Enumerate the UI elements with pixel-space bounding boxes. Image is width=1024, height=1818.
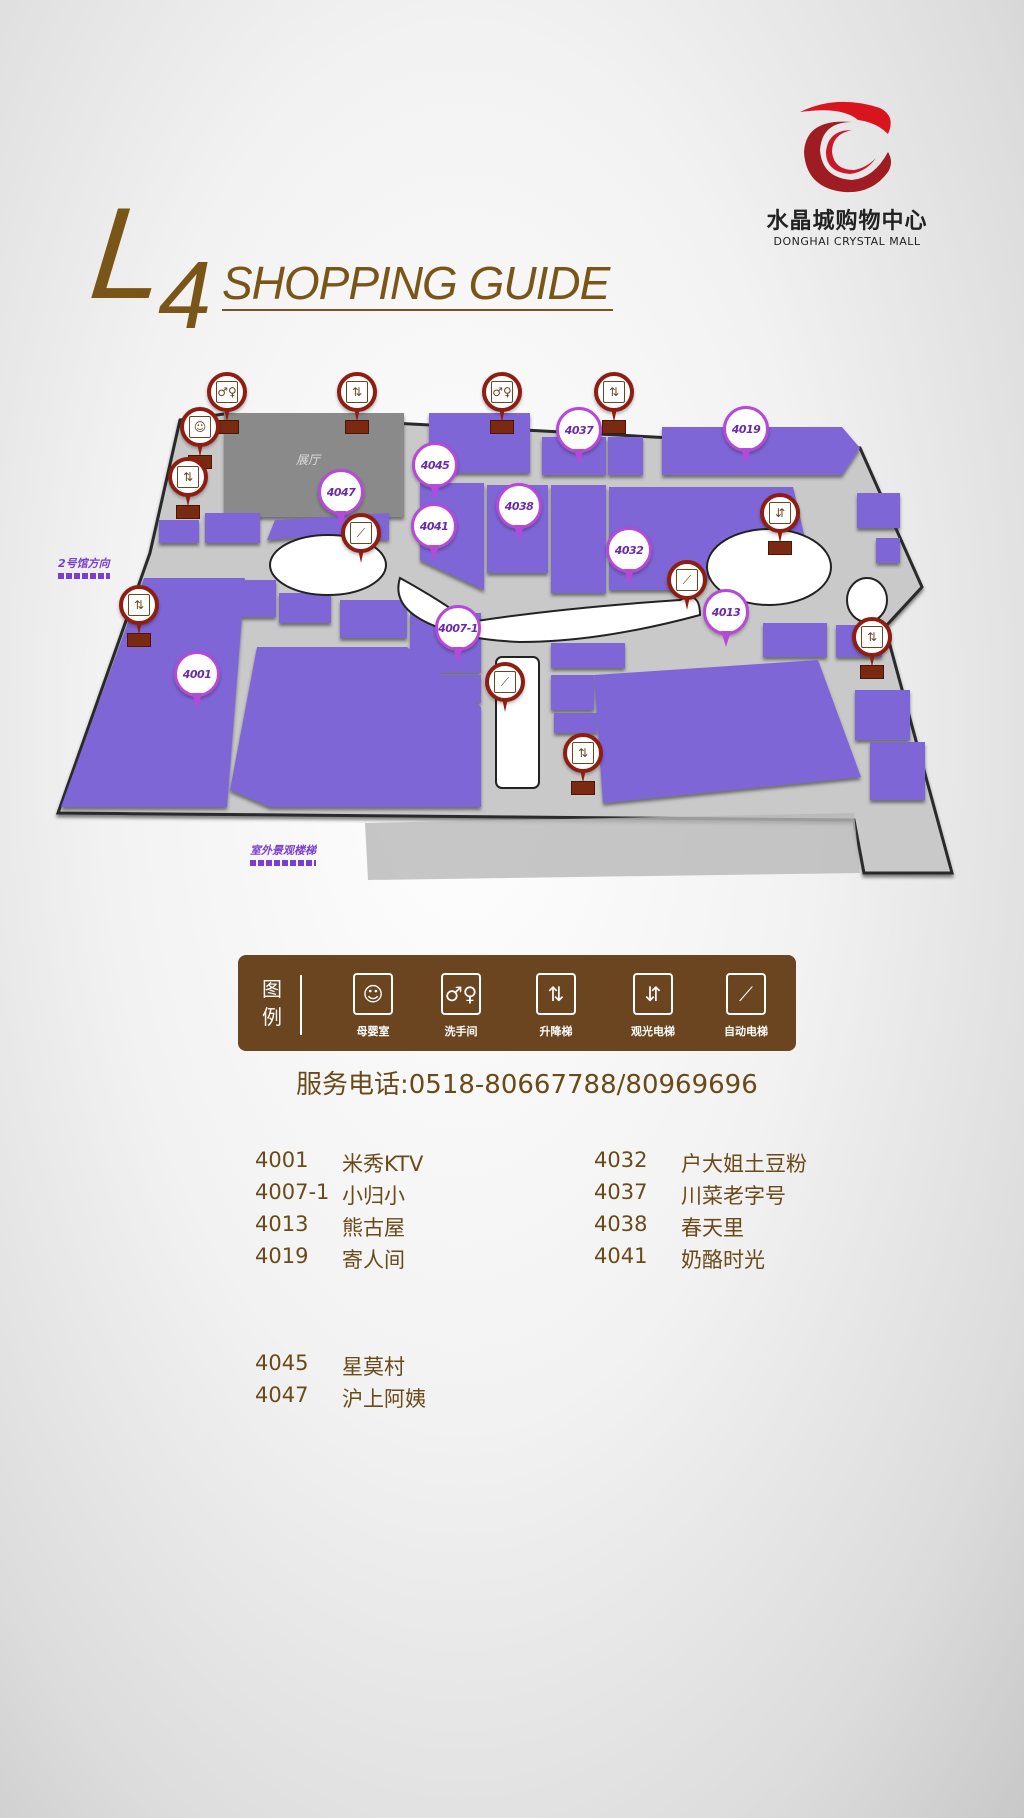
elevator-pin[interactable]: ⇅ <box>119 585 159 655</box>
shop-pin-label: 4045 <box>412 442 458 488</box>
escalator-pin[interactable]: ⟋ <box>485 662 525 732</box>
page-title: SHOPPING GUIDE <box>222 258 614 311</box>
legend-item-baby-room: ☺母婴室 <box>338 973 408 1039</box>
escalator-icon: ⟋ <box>676 569 698 591</box>
restroom-pin[interactable]: ♂♀ <box>207 372 247 442</box>
restroom-icon: ♂♀ <box>441 973 481 1015</box>
escalator-icon: ⟋ <box>494 671 516 693</box>
shop-pin-4032[interactable]: 4032 <box>606 527 652 587</box>
directory-no: 4007-1 <box>255 1180 330 1204</box>
elevator-pin[interactable]: ⇅ <box>168 457 208 527</box>
shop-pin-4037[interactable]: 4037 <box>556 407 602 467</box>
shop-pin-label: 4047 <box>318 469 364 515</box>
escalator-icon: ⟋ <box>350 522 372 544</box>
direction-outdoor-stairs[interactable]: 室外景观楼梯 <box>250 842 316 866</box>
shop-pin-4041[interactable]: 4041 <box>411 503 457 563</box>
outdoor-stairs-area <box>365 813 860 880</box>
restroom-pin[interactable]: ♂♀ <box>482 372 522 442</box>
logo-english-name: DONGHAI CRYSTAL MALL <box>773 235 921 248</box>
directory-name: 寄人间 <box>342 1248 405 1272</box>
floor-number: 4 <box>158 242 212 349</box>
legend-item-sightseeing-elevator: ⇵观光电梯 <box>618 973 688 1039</box>
escalator-icon: ⟋ <box>726 973 766 1015</box>
shop-pin-label: 4032 <box>606 527 652 573</box>
direction-hall2[interactable]: 2号馆方向 <box>58 555 110 579</box>
sightseeing-elevator-icon: ⇵ <box>769 502 791 524</box>
legend-item-restroom: ♂♀洗手间 <box>426 973 496 1039</box>
shop-pin-4007-1[interactable]: 4007-1 <box>435 605 481 665</box>
baby-room-icon: ☺ <box>353 973 393 1015</box>
escalator-pin[interactable]: ⟋ <box>667 560 707 630</box>
directory-no: 4041 <box>594 1244 648 1268</box>
shop-pin-4038[interactable]: 4038 <box>496 483 542 543</box>
shop-pin-label: 4037 <box>556 407 602 453</box>
elevator-icon: ⇅ <box>603 381 625 403</box>
shop-pin-label: 4041 <box>411 503 457 549</box>
service-phone: 服务电话:0518-80667788/80969696 <box>296 1070 758 1100</box>
directory-no: 4019 <box>255 1244 309 1268</box>
shop-pin-label: 4038 <box>496 483 542 529</box>
directory-no: 4032 <box>594 1148 648 1172</box>
shop-pin-4019[interactable]: 4019 <box>723 406 769 466</box>
sightseeing-elevator-icon: ⇵ <box>633 973 673 1015</box>
exhibition-hall <box>224 413 404 517</box>
baby-room-pin[interactable]: ☺ <box>180 407 220 477</box>
shop-pin-4047[interactable]: 4047 <box>318 469 364 529</box>
floor-map: 展厅 <box>55 412 954 880</box>
directory-name: 沪上阿姨 <box>342 1387 426 1411</box>
sightseeing-elevator-pin[interactable]: ⇵ <box>760 493 800 563</box>
legend-item-elevator: ⇅升降梯 <box>521 973 591 1039</box>
elevator-pin[interactable]: ⇅ <box>852 617 892 687</box>
legend-divider <box>300 975 302 1035</box>
directory-no: 4013 <box>255 1212 309 1236</box>
shop-pin-4013[interactable]: 4013 <box>703 589 749 649</box>
elevator-icon: ⇅ <box>861 626 883 648</box>
directory-no: 4045 <box>255 1351 309 1375</box>
legend-title: 图例 <box>262 977 282 1029</box>
directory-no: 4037 <box>594 1180 648 1204</box>
directory-name: 米秀KTV <box>342 1152 424 1176</box>
directory-no: 4047 <box>255 1383 309 1407</box>
shop-pin-4001[interactable]: 4001 <box>174 651 220 711</box>
logo-chinese-name: 水晶城购物中心 <box>766 209 928 234</box>
exhibition-hall-label: 展厅 <box>296 453 322 467</box>
direction-hall2-label: 2号馆方向 <box>58 557 110 570</box>
elevator-icon: ⇅ <box>572 742 594 764</box>
restroom-icon: ♂♀ <box>491 381 513 403</box>
legend-item-escalator: ⟋自动电梯 <box>711 973 781 1039</box>
shop-pin-label: 4007-1 <box>435 605 481 651</box>
directory-name: 奶酪时光 <box>681 1248 765 1272</box>
elevator-pin[interactable]: ⇅ <box>594 372 634 442</box>
elevator-pin[interactable]: ⇅ <box>563 733 603 803</box>
baby-room-icon: ☺ <box>189 416 211 438</box>
elevator-pin[interactable]: ⇅ <box>337 372 377 442</box>
directory-name: 小归小 <box>342 1184 405 1208</box>
logo-mark-icon <box>800 101 891 193</box>
elevator-icon: ⇅ <box>128 594 150 616</box>
shop-pin-label: 4013 <box>703 589 749 635</box>
directory-name: 川菜老字号 <box>681 1184 786 1208</box>
directory-no: 4001 <box>255 1148 309 1172</box>
restroom-icon: ♂♀ <box>216 381 238 403</box>
escalator-pin[interactable]: ⟋ <box>341 513 381 583</box>
mall-logo: 水晶城购物中心 DONGHAI CRYSTAL MALL <box>752 100 942 248</box>
shop-pin-label: 4001 <box>174 651 220 697</box>
directory-no: 4038 <box>594 1212 648 1236</box>
direction-stairs-label: 室外景观楼梯 <box>250 844 316 857</box>
elevator-icon: ⇅ <box>177 466 199 488</box>
directory-name: 星莫村 <box>342 1355 405 1379</box>
directory-name: 熊古屋 <box>342 1216 405 1240</box>
elevator-icon: ⇅ <box>536 973 576 1015</box>
shop-pin-label: 4019 <box>723 406 769 452</box>
directory-name: 户大姐土豆粉 <box>681 1152 807 1176</box>
legend-panel: 图例 ☺母婴室 ♂♀洗手间 ⇅升降梯 ⇵观光电梯 ⟋自动电梯 <box>238 955 796 1051</box>
elevator-icon: ⇅ <box>346 381 368 403</box>
shop-pin-4045[interactable]: 4045 <box>412 442 458 502</box>
directory-name: 春天里 <box>681 1216 744 1240</box>
